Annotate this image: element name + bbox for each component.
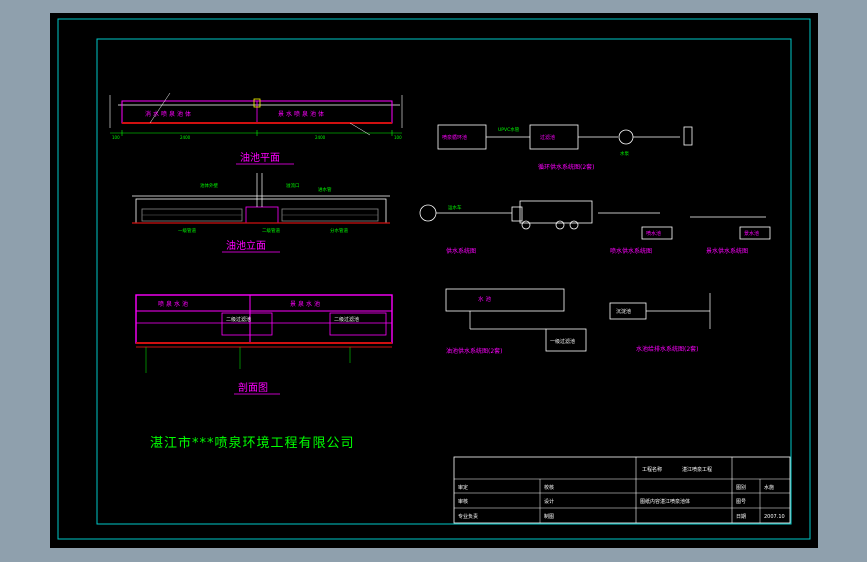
truck-diagram: 运水车 供水系统图 [419,200,593,255]
landscape-box: 景水池 [744,230,759,237]
cad-drawing: 消水喷泉池体 景水喷泉池体 100 2400 2400 100 油池平面 池体外… [57,18,811,540]
tb-role-right-1: 设计 [544,498,554,505]
spray-diagram: 喷水池 喷水供水系统图 [598,212,673,255]
tb-meta-value-0: 水施 [764,484,774,491]
tb-project-label: 工程名称 [642,466,662,473]
section-zone-upper-left: 喷泉水池 [158,300,190,308]
plan-title: 油池平面 [240,151,280,164]
truck-icon [519,200,593,224]
plan-dim-a: 100 [112,135,120,140]
water-pool-box: 沉淀池 [616,308,631,315]
plan-zone-left: 消水喷泉池体 [145,110,193,118]
plan-dim-b: 2400 [180,135,191,140]
section-zone-lower-right: 二级过滤池 [334,316,359,323]
company-name: 湛江市***喷泉环境工程有限公司 [150,435,355,451]
plan-dim-d: 100 [394,135,402,140]
spray-box: 喷水池 [646,230,661,237]
oil-title: 油池供水系统图(2套) [446,347,503,355]
oil-pool-diagram: 水池 一级过滤池 油池供水系统图(2套) [445,288,587,355]
elev-title: 油池立面 [226,239,266,252]
spray-title: 喷水供水系统图 [610,247,652,255]
elev-note-a: 池体外壁 [200,182,218,189]
cad-viewport[interactable]: 消水喷泉池体 景水喷泉池体 100 2400 2400 100 油池平面 池体外… [50,13,818,548]
section-zone-lower-left: 二级过滤池 [226,316,251,323]
title-block: 工程名称 湛江喷泉工程 图纸内容 湛江喷泉池体 审定 审核 专业负责 校核 设计… [453,456,791,524]
tb-drawing-label: 图纸内容 [640,498,660,505]
tb-drawing-value: 湛江喷泉池体 [660,498,690,505]
tb-meta-label-0: 图别 [736,484,746,491]
plan-dim-c: 2400 [315,135,326,140]
elevation-view: 池体外壁 溢流口 进水管 一级管道 二级管道 分水管道 油池立面 [132,173,390,253]
circ-title: 循环供水系统图(2套) [538,163,595,171]
elev-note-b: 溢流口 [286,182,300,189]
circ-box-b: 过滤池 [540,134,555,141]
plan-zone-right: 景水喷泉池体 [278,110,326,118]
section-title: 剖面图 [238,381,268,394]
oil-box-b: 一级过滤池 [550,338,575,345]
elev-note-d: 一级管道 [178,227,196,234]
tb-meta-label-1: 图号 [736,499,746,505]
landscape-diagram: 景水池 景水供水系统图 [690,216,771,255]
elev-note-f: 分水管道 [330,227,348,234]
elev-note-e: 二级管道 [262,227,280,234]
tb-meta-label-2: 日期 [736,514,746,520]
elev-note-c: 进水管 [318,186,332,193]
tb-role-2: 专业负责 [458,513,478,520]
truck-title: 供水系统图 [446,247,476,255]
circ-box-a: 喷泉循环池 [442,134,467,141]
oil-box-a: 水池 [478,295,493,303]
tb-role-right-0: 校核 [544,484,554,491]
circ-pump: 水泵 [620,150,629,157]
tb-project-value: 湛江喷泉工程 [682,466,712,473]
section-zone-upper-right: 景泉水池 [290,300,322,308]
circulation-diagram: 喷泉循环池 过滤池 水泵 UPVC水管 循环供水系统图(2套) [437,124,693,171]
truck-note: 运水车 [448,204,462,211]
tb-role-right-2: 制图 [544,513,554,520]
inner-frame [96,38,792,525]
tb-role-1: 审核 [458,498,468,505]
landscape-title: 景水供水系统图 [706,247,748,255]
tb-role-0: 审定 [458,484,468,491]
plan-view: 消水喷泉池体 景水喷泉池体 100 2400 2400 100 油池平面 [109,92,403,165]
tb-meta-value-2: 2007.10 [764,514,785,520]
outer-frame [57,18,811,540]
circ-note: UPVC水管 [498,126,520,133]
water-pool-diagram: 沉淀池 水池给排水系统图(2套) [609,293,711,353]
water-pool-title: 水池给排水系统图(2套) [636,345,699,353]
section-view: 喷泉水池 景泉水池 二级过滤池 二级过滤池 剖面图 [135,294,393,395]
